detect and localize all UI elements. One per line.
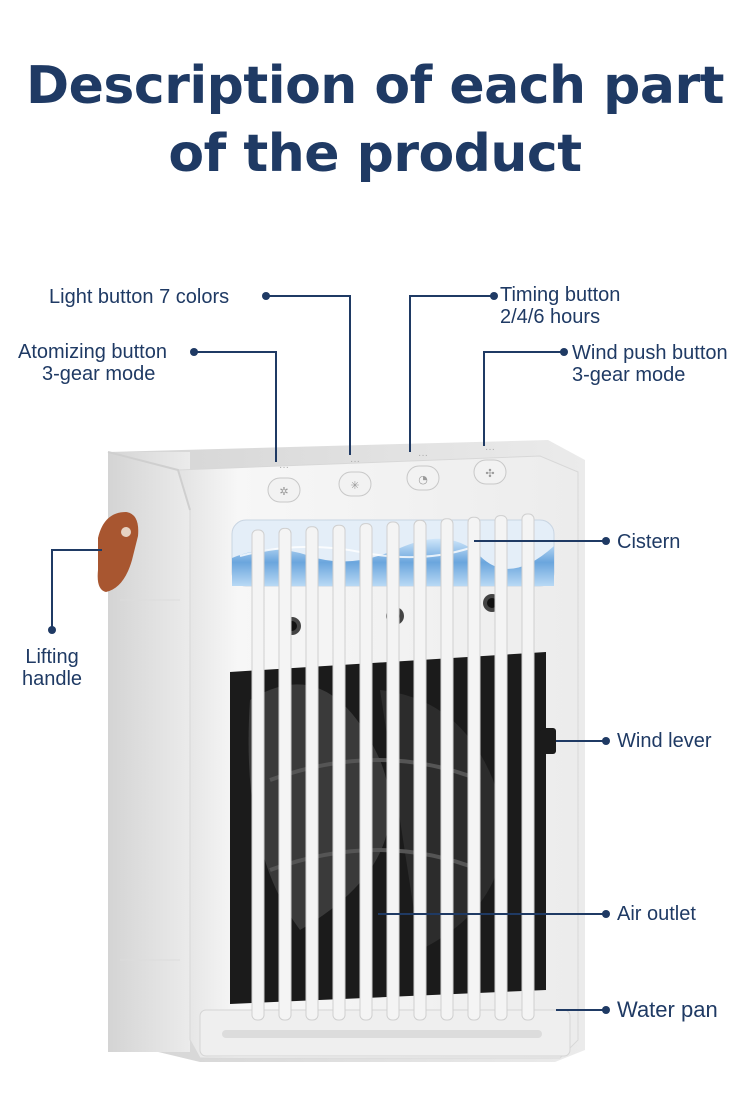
grille-bar bbox=[413, 519, 427, 1021]
grille-bar bbox=[332, 524, 346, 1021]
water-pan bbox=[199, 1009, 571, 1057]
callout-wind-push-button bbox=[483, 351, 564, 446]
label-water-pan: Water pan bbox=[617, 997, 718, 1022]
label-wind-push-button-line1: Wind push button bbox=[572, 342, 728, 364]
top-buttons: ✲ ··· ✳ ··· ◔ ··· ✣ ··· bbox=[267, 444, 507, 503]
label-timing-button-line1: Timing button bbox=[500, 284, 621, 306]
svg-text:···: ··· bbox=[279, 462, 289, 473]
callout-lifting-handle bbox=[51, 549, 102, 630]
label-wind-lever: Wind lever bbox=[617, 730, 712, 752]
label-timing-button-line2: 2/4/6 hours bbox=[500, 306, 601, 328]
atomizing-button[interactable]: ✲ ··· bbox=[267, 462, 301, 503]
callout-dots bbox=[48, 292, 610, 1014]
page-title: Description of each part of the product bbox=[0, 52, 750, 188]
wind-lever[interactable] bbox=[540, 728, 556, 754]
title-line-1: Description of each part bbox=[26, 56, 725, 116]
label-wind-push-button: Wind push button 3-gear mode bbox=[572, 342, 728, 386]
callout-lines bbox=[51, 295, 606, 1011]
grille-bar bbox=[305, 526, 319, 1021]
label-timing-button: Timing button 2/4/6 hours bbox=[500, 284, 620, 328]
label-lifting-handle-line1: Lifting bbox=[25, 646, 79, 668]
svg-text:✲: ✲ bbox=[279, 485, 288, 498]
grille-bar bbox=[467, 516, 481, 1021]
label-light-button: Light button 7 colors bbox=[49, 286, 230, 308]
title-line-2: of the product bbox=[168, 124, 582, 184]
front-grille bbox=[251, 513, 535, 1021]
label-air-outlet: Air outlet bbox=[617, 903, 696, 925]
label-lifting-handle: Lifting handle bbox=[22, 646, 82, 690]
svg-text:◔: ◔ bbox=[418, 473, 428, 486]
svg-text:✣: ✣ bbox=[485, 467, 494, 480]
grille-bar bbox=[440, 518, 454, 1021]
svg-text:···: ··· bbox=[350, 456, 360, 467]
grille-bar bbox=[386, 521, 400, 1021]
label-atomizing-button-line2: 3-gear mode bbox=[42, 363, 156, 385]
grille-bar bbox=[521, 513, 535, 1021]
svg-text:✳: ✳ bbox=[350, 479, 359, 492]
grille-bar bbox=[251, 529, 265, 1021]
label-atomizing-button: Atomizing button 3-gear mode bbox=[18, 341, 167, 385]
grille-bar bbox=[359, 523, 373, 1021]
svg-text:···: ··· bbox=[418, 450, 428, 461]
wind-push-button[interactable]: ✣ ··· bbox=[473, 444, 507, 485]
callout-timing-button bbox=[409, 295, 494, 452]
grille-bar bbox=[494, 515, 508, 1021]
lifting-handle[interactable] bbox=[97, 512, 139, 592]
label-lifting-handle-line2: handle bbox=[22, 668, 83, 690]
grille-bar bbox=[278, 527, 292, 1021]
callout-light-button bbox=[266, 295, 351, 455]
timing-button[interactable]: ◔ ··· bbox=[406, 450, 440, 491]
label-wind-push-button-line2: 3-gear mode bbox=[572, 364, 686, 386]
svg-text:···: ··· bbox=[485, 444, 495, 455]
callout-atomizing-button bbox=[194, 351, 277, 462]
light-button[interactable]: ✳ ··· bbox=[338, 456, 372, 497]
label-atomizing-button-line1: Atomizing button bbox=[18, 341, 167, 363]
label-cistern: Cistern bbox=[617, 531, 681, 553]
